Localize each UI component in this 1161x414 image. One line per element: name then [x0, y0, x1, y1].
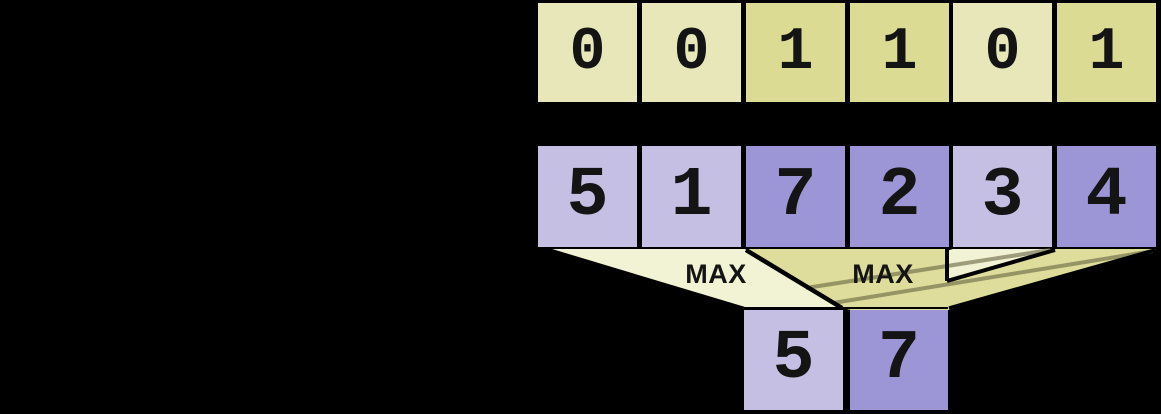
- funnel-edge: [946, 248, 1056, 283]
- mask-cell: 1: [746, 3, 845, 102]
- value-cell: 2: [850, 146, 949, 247]
- value-cell: 5: [538, 146, 637, 247]
- result-cell: 7: [850, 310, 948, 410]
- funnel-overlap-stripe: [805, 248, 1051, 290]
- funnel-edge: [948, 248, 1156, 310]
- mask-cell: 0: [953, 3, 1052, 102]
- result-cell: 5: [744, 310, 843, 410]
- mask-cell: 1: [850, 3, 949, 102]
- value-cell: 1: [642, 146, 741, 247]
- funnel-edge: [550, 248, 745, 310]
- value-cell: 3: [953, 146, 1052, 247]
- funnel-overlap-stripe: [832, 249, 1154, 305]
- value-cell: 7: [746, 146, 845, 247]
- max-label-left: MAX: [685, 259, 747, 289]
- mask-cell: 0: [538, 3, 637, 102]
- mask-cell: 0: [642, 3, 741, 102]
- mask-cell: 1: [1057, 3, 1156, 102]
- value-cell: 4: [1057, 146, 1156, 247]
- funnel-yellow-left: [746, 249, 947, 310]
- funnel-edge: [744, 248, 844, 310]
- max-label-right: MAX: [852, 259, 914, 289]
